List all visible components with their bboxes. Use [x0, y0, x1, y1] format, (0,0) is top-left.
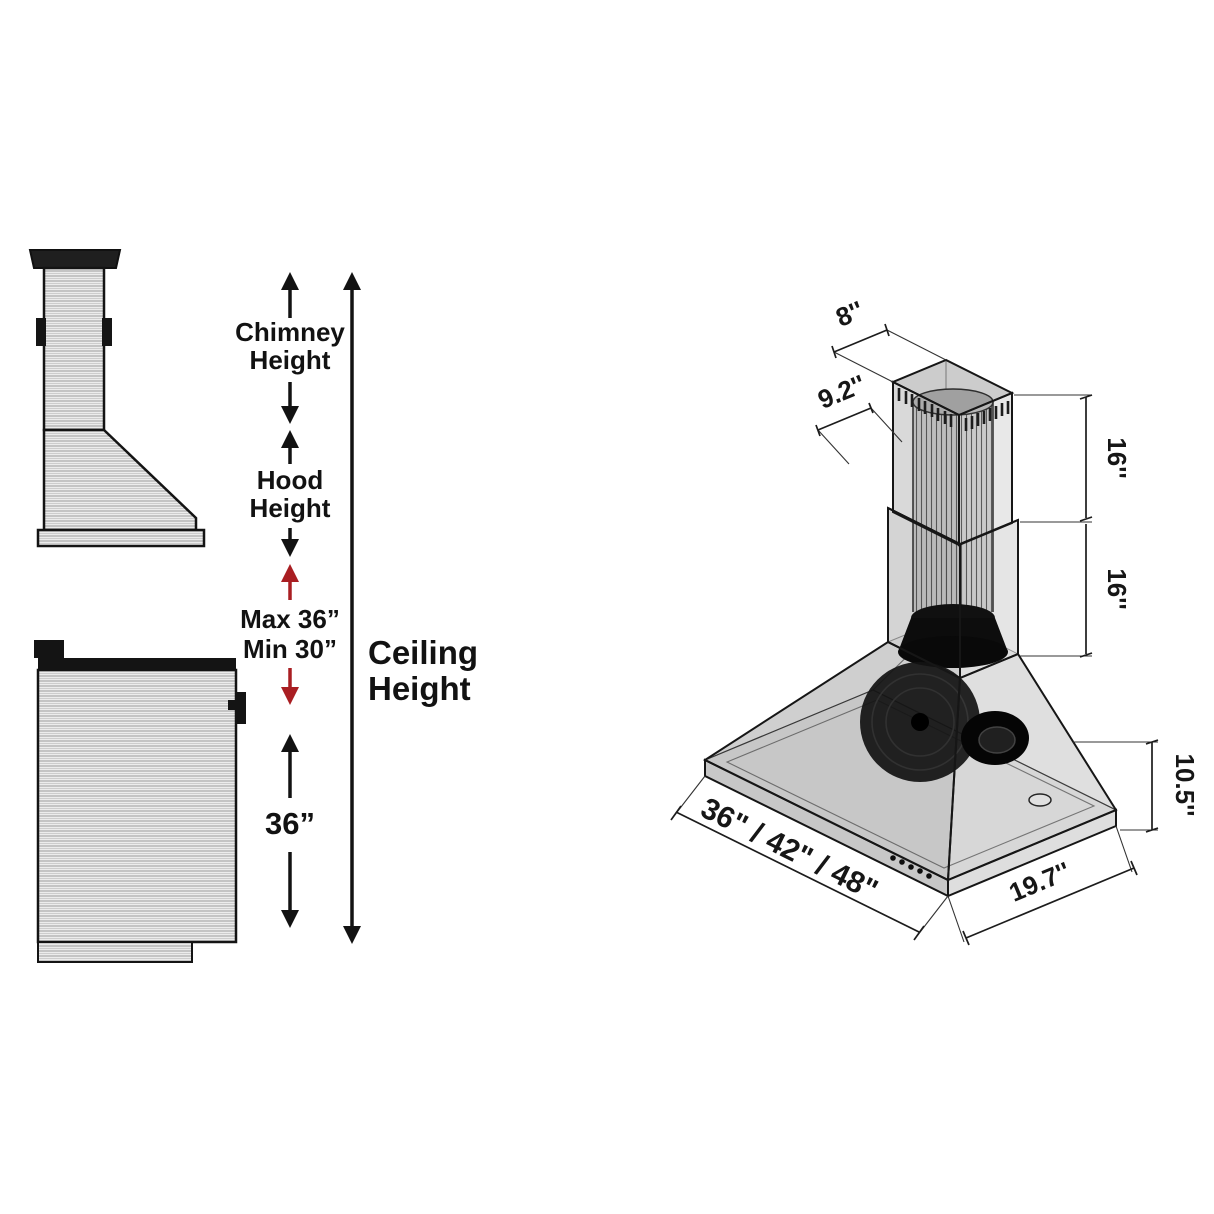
isometric-product-view: 8'' 9.2'' 16'' 16'': [670, 295, 1200, 946]
hood-height-label-line1: Hood: [257, 465, 323, 495]
dim-upper-chimney-height: 16'': [1014, 394, 1132, 523]
dim-10-5in-label: 10.5'': [1170, 754, 1200, 817]
ceiling-height-annotation: Ceiling Height: [343, 272, 478, 944]
range-handle: [236, 692, 246, 724]
hood-side-view: [28, 249, 206, 548]
mount-bracket-left: [36, 318, 46, 346]
hood-bottom-rim: [36, 528, 206, 548]
mounting-height-annotation: Max 36” Min 30”: [240, 564, 340, 705]
hood-canopy-profile: [42, 428, 198, 532]
dim-8in-label: 8'': [831, 295, 867, 333]
chimney-seam: [887, 507, 961, 545]
chimney-cap: [28, 249, 122, 269]
mount-max-label: Max 36”: [240, 604, 340, 634]
hood-height-label-line2: Height: [250, 493, 331, 523]
installation-side-view: Chimney Height Hood Height Max 36” Min 3…: [28, 249, 478, 963]
arrow-down-icon: [281, 406, 299, 424]
arrow-up-icon: [343, 272, 361, 290]
dim-lower-chimney-height: 16'': [1020, 524, 1132, 658]
chimney-height-label-line1: Chimney: [235, 317, 345, 347]
chimney-height-annotation: Chimney Height: [235, 272, 345, 424]
clearance-annotation: 36”: [265, 734, 315, 928]
dim-hood-body-height: 10.5'': [1073, 739, 1200, 833]
mount-min-label: Min 30”: [243, 634, 337, 664]
arrow-down-icon: [281, 687, 299, 705]
cooktop-surface: [38, 658, 236, 670]
arrow-up-icon: [281, 272, 299, 290]
base-inner-rim-line: [725, 699, 1096, 869]
arrow-down-icon: [281, 539, 299, 557]
dim-16in-lower-label: 16'': [1102, 568, 1132, 609]
chimney-top-face: [890, 358, 1015, 417]
chimney-seam: [959, 519, 1019, 545]
hood-light: [1028, 793, 1052, 807]
range-base: [37, 941, 193, 963]
blower-assembly: [860, 604, 1029, 782]
dim-9-2in-label: 9.2'': [813, 369, 869, 415]
duct-body: [913, 402, 993, 612]
dim-16in-upper-label: 16'': [1102, 437, 1132, 478]
blower-hub: [911, 713, 929, 731]
arrow-down-icon: [281, 910, 299, 928]
chimney-lower-front-right: [959, 518, 1019, 680]
hood-height-annotation: Hood Height: [250, 430, 331, 557]
clearance-label: 36”: [265, 806, 315, 841]
mount-bracket-right: [102, 318, 112, 346]
control-buttons: [890, 855, 932, 879]
arrow-up-icon: [281, 734, 299, 752]
dim-chimney-depth: 9.2'': [813, 369, 903, 465]
arrow-down-icon: [343, 926, 361, 944]
motor-hub: [978, 726, 1016, 754]
ceiling-height-label-line1: Ceiling: [368, 634, 478, 671]
arrow-up-icon: [281, 430, 299, 448]
range-handle-mount: [228, 700, 236, 710]
ceiling-height-label-line2: Height: [368, 670, 471, 707]
arrow-up-icon: [281, 564, 299, 582]
chimney-height-label-line2: Height: [250, 345, 331, 375]
range-back-panel: [34, 640, 64, 658]
range-side-view: [34, 640, 246, 963]
range-body: [36, 668, 238, 944]
chimney-duct: [42, 266, 106, 432]
vent-slots: [897, 388, 1010, 431]
chimney-upper-front-right: [958, 391, 1013, 547]
blower-ring: [885, 687, 955, 757]
